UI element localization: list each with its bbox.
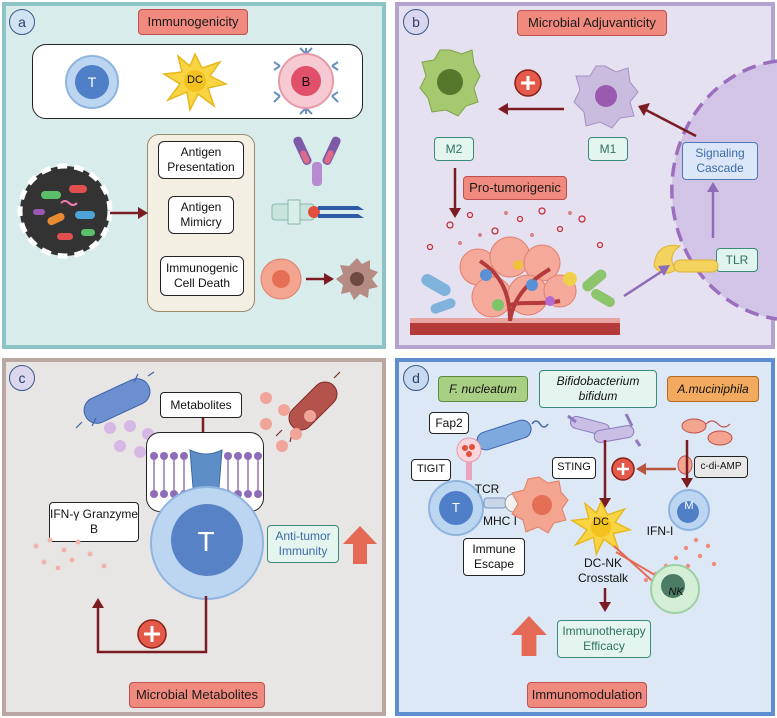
- tigit-label: TIGIT: [411, 459, 451, 481]
- macrophage-d-icon: [668, 489, 710, 531]
- c-di-amp-label: c-di-AMP: [694, 456, 748, 478]
- up-arrow-icon-d: [511, 616, 547, 656]
- plus-icon-b: [514, 69, 542, 97]
- b-cell-label: B: [301, 74, 311, 89]
- tcr-label: TCR: [474, 482, 500, 496]
- fap2-label: Fap2: [429, 412, 469, 434]
- m1-macrophage-icon: [573, 65, 639, 129]
- panel-a-title: Immunogenicity: [138, 9, 248, 35]
- plus-icon-c: [137, 619, 167, 649]
- microbiota-arrow: [110, 207, 148, 219]
- t-cell-label: T: [87, 74, 97, 90]
- panel-d-title: Immunomodulation: [527, 682, 647, 708]
- mhc-label: MHC I: [483, 514, 517, 528]
- plus-icon-d: [611, 457, 635, 481]
- m2-to-tumor-arrow: [449, 168, 461, 218]
- tumor-cell-icon: [260, 258, 302, 300]
- bifido-to-dc-arrow: [599, 440, 611, 508]
- metabolites-label: Metabolites: [160, 392, 242, 418]
- dying-cell-icon: [336, 258, 378, 300]
- dc-nk-crosstalk-label: DC-NK Crosstalk: [577, 556, 628, 585]
- m1-label: M1: [588, 137, 628, 161]
- dc-label: DC: [187, 74, 203, 86]
- bacteria-to-tlr-arrow: [623, 265, 670, 298]
- panel-b-badge: b: [403, 9, 429, 35]
- bifidobacterium-label: Bifidobacterium bifidum: [539, 370, 657, 408]
- t-cell-large-icon: [150, 486, 264, 600]
- immunotherapy-efficacy-label: Immunotherapy Efficacy: [557, 620, 651, 658]
- pro-tumorigenic-label: Pro-tumorigenic: [463, 176, 567, 200]
- t-cell-d-label: T: [452, 500, 460, 515]
- a-muciniphila-bacteria-icon: [681, 418, 733, 446]
- ifn-granzyme-label: IFN-γ Granzyme B: [49, 502, 139, 542]
- panel-b-title: Microbial Adjuvanticity: [517, 10, 667, 36]
- tumor-microenvironment-icon: [410, 207, 620, 335]
- panel-a-badge: a: [9, 9, 35, 35]
- f-nucleatum-bacterium-icon: [476, 419, 549, 451]
- muciniphila-to-macrophage-arrow: [681, 440, 693, 488]
- cascade-to-m1-arrow: [638, 103, 697, 138]
- m2-macrophage-icon: [419, 49, 481, 117]
- fap2-ligand-icon: [456, 437, 482, 480]
- tlr-label: TLR: [716, 248, 758, 272]
- t-cell-d-icon: [428, 480, 484, 536]
- m2-label: M2: [434, 137, 474, 161]
- sting-label: STING: [552, 457, 596, 479]
- nk-cell-icon: [650, 564, 700, 614]
- tumor-cell-d-icon: [511, 476, 569, 534]
- dc-d-label: DC: [593, 516, 609, 528]
- macrophage-d-label: M: [684, 500, 694, 512]
- b-cell-icon: [273, 47, 339, 115]
- c-di-amp-to-plus-arrow: [636, 463, 676, 475]
- blue-bacterium-icon: [75, 371, 155, 429]
- immune-escape-label: Immune Escape: [463, 538, 525, 576]
- red-bacterium-icon: [275, 371, 341, 443]
- m1-to-m2-arrow: [498, 103, 564, 115]
- panel-d-badge: d: [403, 365, 429, 391]
- microbiota-icon: [17, 163, 113, 259]
- pink-dots: [33, 537, 107, 571]
- anti-tumor-immunity-label: Anti-tumor Immunity: [267, 525, 339, 563]
- panel-c-title: Microbial Metabolites: [129, 682, 265, 708]
- t-cell-icon: [65, 55, 119, 109]
- tlr-to-cascade-arrow: [707, 182, 719, 238]
- dc-to-efficacy-arrow: [599, 588, 611, 612]
- f-nucleatum-label: F. nucleatum: [438, 376, 528, 402]
- antigen-mimicry-label: Antigen Mimicry: [168, 196, 234, 234]
- antigen-presentation-label: Antigen Presentation: [158, 141, 244, 179]
- nk-label: NK: [668, 586, 684, 598]
- antibody-icon: [293, 136, 341, 186]
- mimicry-receptor-icon: [271, 199, 364, 225]
- t-cell-large-label: T: [197, 526, 215, 557]
- muciniphila-vesicle-icon: [677, 455, 693, 475]
- bifidobacterium-icon: [567, 413, 642, 447]
- dc-d-icon: [569, 499, 633, 557]
- immunogenic-cell-death-label: Immunogenic Cell Death: [160, 256, 244, 296]
- feedback-loop-arrow: [92, 596, 208, 654]
- red-vesicles: [260, 392, 316, 452]
- signaling-cascade-label: Signaling Cascade: [682, 142, 758, 180]
- ifn-i-label: IFN-I: [646, 524, 674, 538]
- panel-c-badge: c: [9, 365, 35, 391]
- up-arrow-icon-c: [343, 526, 377, 564]
- dendritic-cell-icon: [161, 52, 229, 113]
- a-muciniphila-label: A.muciniphila: [667, 376, 759, 402]
- cell-death-arrow: [306, 273, 334, 285]
